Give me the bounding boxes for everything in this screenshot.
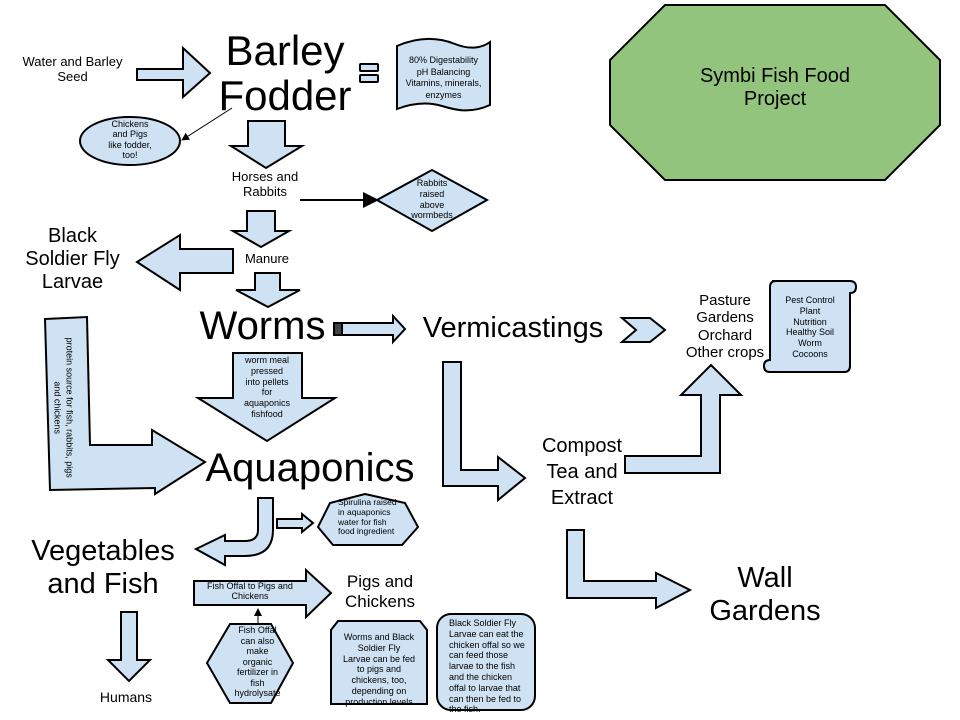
title-octagon [609,4,941,181]
chevron-to-pasture [619,317,667,343]
node-fodder-benefits: 80% Digestability pH Balancing Vitamins,… [405,55,482,101]
node-worms-bsf-note: Worms and Black Soldier Fly Larvae can b… [342,632,416,707]
arrow-compost-to-pasture [624,363,744,474]
node-chickens-pigs-note: Chickens and Pigs like fodder, too! [108,119,152,161]
arrow-worm-meal [194,352,339,443]
connector-fodder-to-ellipse [181,107,233,141]
node-worm-meal: worm meal pressed into pellets for aquap… [243,355,291,419]
arrow-fish-offal [193,567,333,620]
node-scroll-note: Pest Control Plant Nutrition Healthy Soi… [785,295,835,359]
arrow-manure-down [235,272,301,309]
arrow-veg-to-humans [105,611,153,683]
node-vermicastings: Vermicastings [422,312,604,344]
node-pasture: Pasture Gardens Orchard Other crops [685,292,765,361]
rounded-rect-bsf-offal [436,613,536,711]
node-aquaponics: Aquaponics [205,446,415,490]
heptagon-spirulina [316,492,420,546]
l-arrow-bsf-to-aquaponics [43,315,207,496]
arrow-tail-dark [333,322,343,336]
arrow-to-spirulina [276,511,315,535]
hexagon-fish-offal [205,623,295,704]
arrow-fodder-down [227,120,306,170]
node-rabbits-note: Rabbits raised above wormbeds [411,178,453,221]
ellipse-chickens-pigs [79,116,181,166]
node-bsf-larvae: Black Soldier Fly Larvae [25,225,120,293]
arrow-horses-down [229,210,293,249]
l-arrow-compost-to-wall [566,529,693,610]
node-pigs-chickens: Pigs and Chickens [345,572,415,611]
l-arrow-vermi-to-compost [442,361,527,503]
snip-rect-worms-bsf [330,620,428,705]
node-spirulina: Spirulina raised in aquaponics water for… [338,497,397,537]
node-fish-offal-arrow: Fish Offal to Pigs and Chickens [207,581,293,602]
wavy-document-benefits [396,38,491,112]
node-manure: Manure [244,251,290,266]
node-bsf-protein: protein source for fish, rabbits, pigs a… [53,337,75,478]
diamond-rabbits [374,168,490,233]
scroll-benefits [762,280,858,373]
node-fish-offal-note: Fish Offal can also make organic fertili… [234,625,281,699]
equals-top [359,63,379,72]
node-water-seed: Water and Barley Seed [22,54,123,84]
node-veg-fish: Vegetables and Fish [31,535,175,601]
arrow-to-bsf [135,233,234,292]
node-bsf-offal-note: Black Soldier Fly Larvae can eat the chi… [449,618,525,715]
j-arrow-aquaponics-to-veg [193,497,274,567]
node-humans: Humans [99,689,153,705]
arrow-worms-to-vermicastings [333,313,407,345]
node-horses-rabbits: Horses and Rabbits [231,169,299,199]
node-compost-tea: Compost Tea and Extract [541,435,623,509]
arrow-water-to-fodder [136,45,212,100]
node-barley-fodder: Barley Fodder [218,27,352,120]
node-wall-gardens: Wall Gardens [709,562,821,628]
project-title: Symbi Fish Food Project [699,65,851,110]
node-worms: Worms [199,304,326,348]
equals-bottom [359,74,379,83]
